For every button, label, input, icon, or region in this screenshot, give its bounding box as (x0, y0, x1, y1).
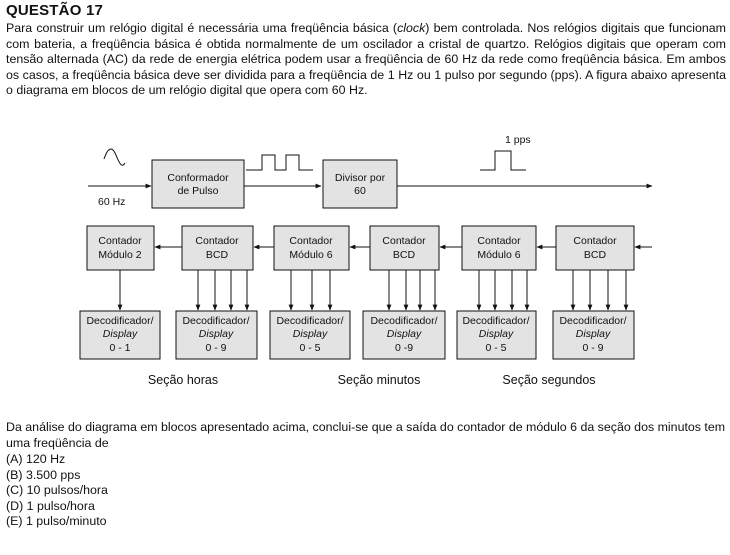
counter-label-line2: Módulo 6 (289, 249, 332, 261)
one-pps-pulse-icon (480, 150, 526, 171)
decoder-label-line2: Display (103, 328, 138, 340)
conformador-label-line2: de Pulso (178, 185, 219, 197)
conformador-label-line1: Conformador (167, 172, 229, 184)
pulse-train-icon (246, 154, 313, 171)
counter-box-modulo6-minutes (273, 225, 350, 271)
decoder-label-line3: 0 - 9 (205, 342, 226, 354)
decoder-label-line1: Decodificador/ (559, 315, 626, 327)
intro-paragraph: Para construir um relógio digital é nece… (6, 21, 726, 99)
decoder-label-line2: Display (199, 328, 234, 340)
option-d[interactable]: (D) 1 pulso/hora (6, 498, 95, 513)
question-title: QUESTÃO 17 (6, 2, 104, 19)
decoder-box (175, 310, 258, 360)
divisor-label-line1: Divisor por (335, 172, 386, 184)
input-frequency-label: 60 Hz (98, 196, 125, 208)
decoder-label-line1: Decodificador/ (276, 315, 343, 327)
counter-box-bcd-seconds (555, 225, 635, 271)
intro-text-part1: Para construir um relógio digital é nece… (6, 21, 398, 35)
decoder-label-line2: Display (293, 328, 328, 340)
counter-label-line1: Contador (98, 235, 142, 247)
counter-label-line2: Módulo 6 (477, 249, 520, 261)
block-diagram: 60 Hz 1 pps Conformador de Pulso Divisor… (79, 134, 653, 387)
pps-label: 1 pps (505, 134, 531, 146)
intro-clock-word: clock (397, 21, 426, 35)
decoder-label-line3: 0 - 1 (109, 342, 130, 354)
question-text: Da análise do diagrama em blocos apresen… (6, 420, 726, 450)
decoder-box (552, 310, 635, 360)
counter-label-line2: BCD (584, 249, 607, 261)
decoder-label-line1: Decodificador/ (86, 315, 153, 327)
counter-row: Contador Módulo 2 Contador BCD Contador … (86, 225, 635, 271)
counter-box-modulo2 (86, 225, 155, 271)
answer-options: (A) 120 Hz (B) 3.500 pps (C) 10 pulsos/h… (6, 452, 108, 530)
counter-label-line1: Contador (289, 235, 333, 247)
decoder-box (362, 310, 446, 360)
decoder-label-line2: Display (387, 328, 422, 340)
option-e[interactable]: (E) 1 pulso/minuto (6, 514, 107, 529)
decoder-label-line2: Display (576, 328, 611, 340)
counter-label-line1: Contador (477, 235, 521, 247)
option-a[interactable]: (A) 120 Hz (6, 452, 66, 466)
section-label-hours: Seção horas (148, 373, 218, 387)
counter-label-line2: BCD (206, 249, 229, 261)
counter-box-bcd-minutes (369, 225, 440, 271)
decoder-label-line3: 0 - 5 (485, 342, 506, 354)
counter-box-modulo6-seconds (461, 225, 537, 271)
decoder-row: Decodificador/ Display 0 - 1 Decodificad… (79, 310, 635, 360)
counter-label-line2: BCD (393, 249, 416, 261)
decoder-box (269, 310, 351, 360)
decoder-label-line3: 0 -9 (395, 342, 413, 354)
counter-label-line1: Contador (573, 235, 617, 247)
option-b[interactable]: (B) 3.500 pps (6, 467, 81, 482)
decoder-label-line3: 0 - 5 (299, 342, 320, 354)
decoder-label-line2: Display (479, 328, 514, 340)
section-label-minutes: Seção minutos (338, 373, 421, 387)
counter-label-line1: Contador (382, 235, 426, 247)
section-label-seconds: Seção segundos (502, 373, 595, 387)
divisor-box (322, 159, 398, 209)
counter-label-line2: Módulo 2 (98, 249, 141, 261)
sine-wave-icon (103, 148, 126, 166)
decoder-box (79, 310, 161, 360)
intro-text-part2: ) bem controlada. Nos relógios digitais … (6, 21, 726, 98)
decoder-label-line3: 0 - 9 (582, 342, 603, 354)
conformador-box (151, 159, 245, 209)
decoder-label-line1: Decodificador/ (182, 315, 249, 327)
decoder-box (456, 310, 537, 360)
decoder-label-line1: Decodificador/ (462, 315, 529, 327)
counter-label-line1: Contador (195, 235, 239, 247)
decoder-label-line1: Decodificador/ (370, 315, 437, 327)
bus-arrows (117, 270, 629, 311)
counter-box-bcd-hours (181, 225, 254, 271)
option-c[interactable]: (C) 10 pulsos/hora (6, 483, 108, 498)
divisor-label-line2: 60 (354, 185, 366, 197)
